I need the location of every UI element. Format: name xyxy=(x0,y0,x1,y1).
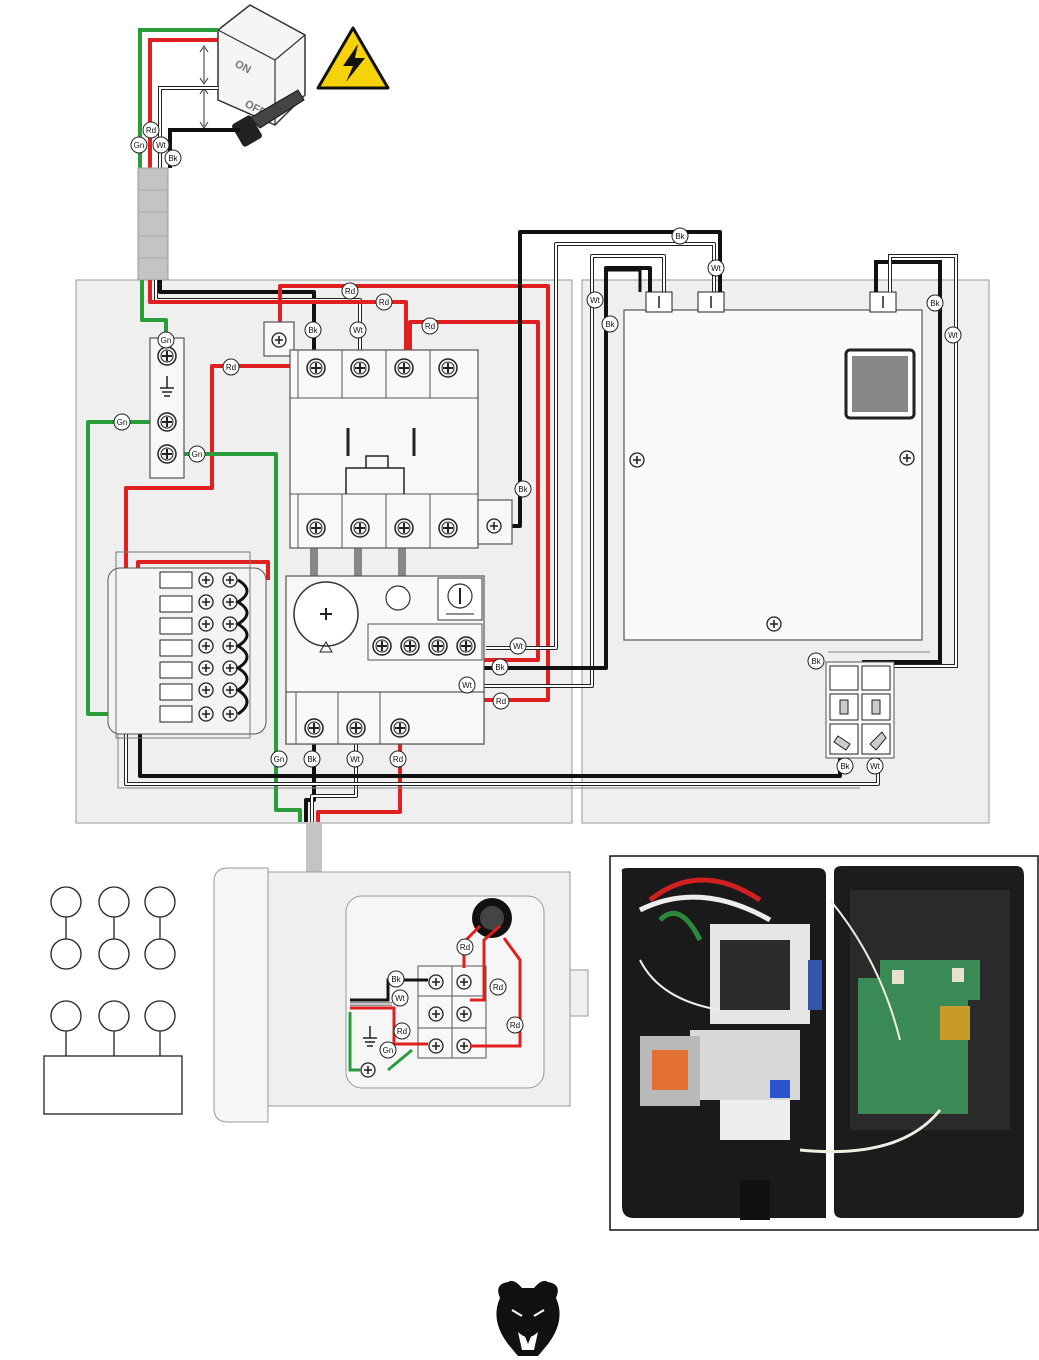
svg-text:Gn: Gn xyxy=(117,418,128,427)
label-rd-4: Rd xyxy=(421,317,439,335)
label-bk-11: Bk xyxy=(387,970,405,988)
label-wt-7: Wt xyxy=(458,676,476,694)
svg-text:Wt: Wt xyxy=(590,296,601,305)
power-cable-sheath xyxy=(137,167,169,281)
svg-text:Rd: Rd xyxy=(226,363,236,372)
svg-text:Rd: Rd xyxy=(493,983,503,992)
label-rd-1: Rd xyxy=(142,121,160,139)
svg-text:Wt: Wt xyxy=(870,762,881,771)
svg-text:Bk: Bk xyxy=(930,299,940,308)
circuit-board xyxy=(623,291,923,641)
svg-text:Gn: Gn xyxy=(192,450,203,459)
svg-text:Wt: Wt xyxy=(395,994,406,1003)
label-wt-4: Wt xyxy=(586,291,604,309)
label-gn-1: Gn xyxy=(130,136,148,154)
svg-text:Bk: Bk xyxy=(168,154,178,163)
svg-text:Wt: Wt xyxy=(948,331,959,340)
label-bk-9: Bk xyxy=(303,750,321,768)
wire-labels: Gn Rd Wt Bk Rd Rd Rd Bk Wt Gn Rd Gn Gn B… xyxy=(113,121,962,1059)
label-bk-5: Bk xyxy=(601,315,619,333)
label-rd-3: Rd xyxy=(375,293,393,311)
label-bk-4: Bk xyxy=(671,227,689,245)
label-gn-6: Gn xyxy=(379,1041,397,1059)
motor-wiring xyxy=(348,924,522,1072)
contactor xyxy=(289,349,513,549)
svg-text:Bk: Bk xyxy=(840,762,850,771)
svg-text:Rd: Rd xyxy=(397,1027,407,1036)
label-wt-1: Wt xyxy=(152,136,170,154)
svg-text:Wt: Wt xyxy=(513,642,524,651)
svg-text:Rd: Rd xyxy=(425,322,435,331)
label-gn-3: Gn xyxy=(113,413,131,431)
svg-text:Gn: Gn xyxy=(134,141,145,150)
label-rd-7: Rd xyxy=(389,750,407,768)
svg-text:Bk: Bk xyxy=(307,755,317,764)
svg-text:Rd: Rd xyxy=(510,1021,520,1030)
label-bk-6: Bk xyxy=(926,294,944,312)
ground-symbol-icon xyxy=(160,376,174,397)
label-wt-8: Wt xyxy=(346,750,364,768)
ground-symbol-icon xyxy=(363,1026,377,1047)
svg-text:Wt: Wt xyxy=(462,681,473,690)
label-wt-3: Wt xyxy=(707,259,725,277)
power-switch-block xyxy=(825,661,895,759)
svg-text:Wt: Wt xyxy=(156,141,167,150)
label-gn-4: Gn xyxy=(188,445,206,463)
svg-text:Rd: Rd xyxy=(345,287,355,296)
label-bk-1: Bk xyxy=(164,149,182,167)
svg-text:Gn: Gn xyxy=(274,755,285,764)
motor-lead-schematic xyxy=(43,886,183,1115)
svg-text:Wt: Wt xyxy=(353,326,364,335)
label-wt-2: Wt xyxy=(349,321,367,339)
label-bk-2: Bk xyxy=(304,321,322,339)
control-box-photo xyxy=(609,855,1039,1231)
warning-lightning-icon xyxy=(316,26,390,90)
switch-handle xyxy=(249,89,305,129)
label-rd-2: Rd xyxy=(341,282,359,300)
label-rd-11: Rd xyxy=(393,1022,411,1040)
label-rd-8: Rd xyxy=(456,938,474,956)
label-rd-9: Rd xyxy=(489,978,507,996)
bear-head-logo-icon xyxy=(496,1280,560,1356)
terminal-strip xyxy=(107,551,267,739)
label-bk-10: Bk xyxy=(836,757,854,775)
motor-housing xyxy=(213,867,589,1123)
svg-text:Bk: Bk xyxy=(605,320,615,329)
label-gn-5: Gn xyxy=(270,750,288,768)
label-wt-6: Wt xyxy=(509,637,527,655)
svg-text:Bk: Bk xyxy=(495,663,505,672)
svg-text:Wt: Wt xyxy=(350,755,361,764)
svg-text:Wt: Wt xyxy=(711,264,722,273)
label-wt-9: Wt xyxy=(866,757,884,775)
svg-text:Gn: Gn xyxy=(383,1046,394,1055)
disconnect-switch: ON OFF xyxy=(199,4,306,147)
svg-text:Rd: Rd xyxy=(496,697,506,706)
svg-text:Rd: Rd xyxy=(460,943,470,952)
label-gn-2: Gn xyxy=(157,331,175,349)
label-wt-5: Wt xyxy=(944,326,962,344)
svg-text:Rd: Rd xyxy=(393,755,403,764)
svg-text:Bk: Bk xyxy=(811,657,821,666)
svg-text:Bk: Bk xyxy=(391,975,401,984)
label-bk-8: Bk xyxy=(807,652,825,670)
overload-relay xyxy=(285,575,485,745)
ground-terminal-block xyxy=(149,337,185,479)
svg-text:Rd: Rd xyxy=(379,298,389,307)
label-bk-3: Bk xyxy=(514,480,532,498)
label-rd-6: Rd xyxy=(492,692,510,710)
label-wt-10: Wt xyxy=(391,989,409,1007)
label-rd-10: Rd xyxy=(506,1016,524,1034)
label-rd-5: Rd xyxy=(222,358,240,376)
svg-text:Bk: Bk xyxy=(308,326,318,335)
svg-text:Bk: Bk xyxy=(518,485,528,494)
svg-text:Rd: Rd xyxy=(146,126,156,135)
svg-text:Bk: Bk xyxy=(675,232,685,241)
label-bk-7: Bk xyxy=(491,658,509,676)
svg-text:Gn: Gn xyxy=(161,336,172,345)
